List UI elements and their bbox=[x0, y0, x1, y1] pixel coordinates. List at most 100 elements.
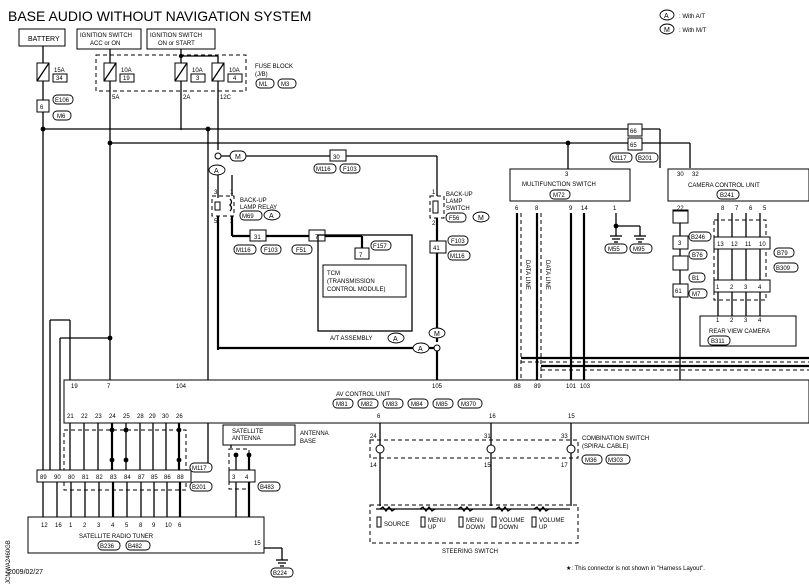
conn-66: 66 bbox=[630, 129, 637, 135]
harness-pin-89: 89 bbox=[40, 475, 47, 481]
harness-pin-81: 81 bbox=[82, 475, 89, 481]
battery-label: BATTERY bbox=[28, 36, 60, 43]
camera-pin-5: 5 bbox=[763, 206, 767, 212]
av-steer-pin-6: 6 bbox=[377, 414, 381, 420]
harness-pin-90: 90 bbox=[54, 475, 61, 481]
camera-pin-k2: 2 bbox=[730, 285, 734, 291]
steering-buttons: SOURCE MENU UP MENU DOWN VOLUME DOWN VOL… bbox=[376, 516, 564, 531]
steering-btn-menu-down-1: MENU bbox=[466, 518, 484, 524]
combo-conn-1: M36 bbox=[585, 458, 597, 464]
av-sat-pin-29: 29 bbox=[149, 414, 156, 420]
av-sat-pin-30: 30 bbox=[162, 414, 169, 420]
multifunction-pin-9: 9 bbox=[569, 206, 573, 212]
relay-mark: A bbox=[269, 213, 274, 220]
camera-pin-30: 30 bbox=[677, 172, 684, 178]
rear-view-camera-box bbox=[699, 315, 797, 347]
switch-pin-1: 1 bbox=[432, 190, 436, 196]
av-conn-m370: M370 bbox=[461, 402, 477, 408]
combo-top-pin-24: 24 bbox=[370, 434, 377, 440]
conn-31: 31 bbox=[254, 235, 261, 241]
av-pin-88: 88 bbox=[514, 384, 521, 390]
tcm-label-2: (TRANSMISSION bbox=[327, 279, 375, 285]
mark-m-top: M bbox=[235, 154, 241, 161]
tcm-outline bbox=[317, 234, 413, 332]
ground-m55: M55 bbox=[608, 247, 620, 253]
fuse-3-terminal: 2A bbox=[183, 95, 190, 101]
harness-pin-86: 86 bbox=[164, 475, 171, 481]
conn-f103: F103 bbox=[343, 167, 357, 173]
steering-btn-menu-up-1: MENU bbox=[428, 518, 446, 524]
fuse-3-amp: 10A bbox=[192, 68, 203, 74]
camera-pin-7: 7 bbox=[735, 206, 739, 212]
steering-btn-vol-up-1: VOLUME bbox=[539, 518, 564, 524]
fuse-4-num: 4 bbox=[233, 76, 237, 82]
camera-pin-22: 22 bbox=[677, 206, 684, 212]
av-unit-connectors: M81 M82 M83 M84 M85 M370 bbox=[332, 398, 483, 409]
conn-m116: M116 bbox=[316, 167, 331, 173]
fuse-3-num: 3 bbox=[196, 76, 200, 82]
camera-pin-k3: 3 bbox=[744, 285, 748, 291]
tcm-box bbox=[322, 264, 407, 298]
conn-6-pin: 6 bbox=[40, 105, 44, 111]
sat-tuner-pin-16: 16 bbox=[55, 523, 62, 529]
fuse-block-conn-2-shape bbox=[277, 78, 297, 89]
steering-switch-outline bbox=[369, 504, 579, 544]
harness-pin-88: 88 bbox=[177, 475, 184, 481]
av-sat-pin-24: 24 bbox=[109, 414, 116, 420]
data-line-label-1: DATA LINE bbox=[524, 260, 530, 290]
legend-mt-mark: M bbox=[664, 27, 670, 34]
av-sat-pin-21: 21 bbox=[67, 414, 74, 420]
av-sat-pin-22: 22 bbox=[81, 414, 88, 420]
camera-pin-k4: 4 bbox=[758, 285, 762, 291]
harness-pin-87: 87 bbox=[138, 475, 145, 481]
legend-mt-mark-shape bbox=[659, 23, 675, 35]
multifunction-pin-14: 14 bbox=[581, 206, 588, 212]
harness-conn-m117: M117 bbox=[192, 466, 207, 472]
sat-tuner-title: SATELLITE RADIO TUNER bbox=[79, 534, 154, 540]
diagram-code: JCMWA2460GB bbox=[6, 540, 12, 584]
fuse-15a-amp: 15A bbox=[54, 68, 65, 74]
conn-f157: F157 bbox=[373, 244, 387, 250]
fuse-19-amp: 10A bbox=[121, 68, 132, 74]
harness-conn-b201: B201 bbox=[192, 485, 207, 491]
mark-a-top: A bbox=[214, 168, 219, 175]
tcm-pin-7: 7 bbox=[359, 253, 363, 259]
av-conn-m82: M82 bbox=[361, 402, 373, 408]
camera-pin-6: 6 bbox=[749, 206, 753, 212]
av-conn-m83: M83 bbox=[386, 402, 398, 408]
legend-at-mark-shape bbox=[659, 9, 675, 21]
combo-bottom-pin-17: 17 bbox=[561, 463, 568, 469]
switch-label-1: BACK-UP bbox=[446, 192, 473, 198]
camera-unit-conn: B241 bbox=[720, 193, 735, 199]
satellite-antenna-box bbox=[222, 424, 296, 446]
fuse-19-num: 19 bbox=[123, 76, 130, 82]
combo-top-pin-31: 31 bbox=[484, 434, 491, 440]
harness-wires bbox=[69, 423, 182, 470]
conn-e106: E106 bbox=[55, 98, 70, 104]
multifunction-conn: M72 bbox=[553, 193, 565, 199]
relay-label-2: LAMP RELAY bbox=[240, 205, 277, 211]
ignition-acc-box bbox=[76, 28, 142, 50]
fuse-19-terminal: 5A bbox=[112, 95, 119, 101]
conn-65: 65 bbox=[630, 143, 637, 149]
multifunction-pin-3: 3 bbox=[565, 172, 569, 178]
at-assembly-mark: A bbox=[393, 336, 398, 343]
ignition-acc-label-2: ACC or ON bbox=[90, 41, 120, 47]
diagram-title: BASE AUDIO WITHOUT NAVIGATION SYSTEM bbox=[8, 8, 311, 24]
av-pin-101: 101 bbox=[566, 384, 577, 390]
legend-mt-text: : With M/T bbox=[679, 28, 707, 34]
ignition-on-label-1: IGNITION SWITCH bbox=[150, 33, 202, 39]
av-pin-104: 104 bbox=[176, 384, 187, 390]
av-conn-m84: M84 bbox=[411, 402, 423, 408]
steering-title: STEERING SWITCH bbox=[442, 549, 498, 555]
conn-m6: M6 bbox=[57, 114, 66, 120]
conn-m117: M117 bbox=[612, 156, 627, 162]
combo-bottom-pin-15: 15 bbox=[484, 463, 491, 469]
tcm-label-3: CONTROL MODULE) bbox=[327, 287, 385, 293]
ground-m95: M95 bbox=[633, 247, 645, 253]
fuse-block-outline bbox=[95, 54, 247, 92]
sat-tuner-pin-3: 3 bbox=[97, 523, 101, 529]
camera-conn-b309: B309 bbox=[776, 266, 791, 272]
sat-antenna-label-3: ANTENNA bbox=[300, 431, 329, 437]
